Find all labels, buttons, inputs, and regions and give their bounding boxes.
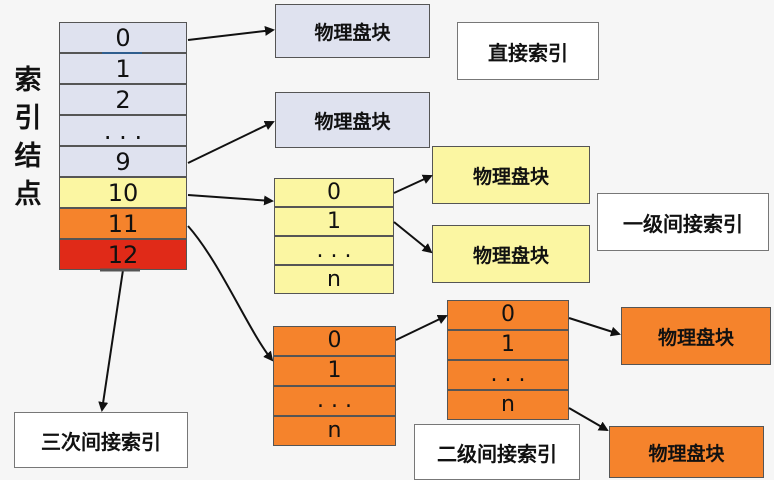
index-block-cell-0: 0 [273,326,396,356]
arrow-cell10-to-single-block [187,194,274,206]
arrow-cell0-to-block [187,25,275,41]
arrow-single1-to-block [393,221,433,254]
arrow-cell11-to-double-block [187,225,274,362]
index-cell-ellipsis: . . . [59,115,187,146]
index-block-cell-ellipsis: . . . [273,386,396,416]
arrow-cell9-to-block [187,120,275,164]
arrow-single0-to-block [393,174,433,194]
physical-block-double-0: 物理盘块 [621,307,771,365]
physical-block-direct-0: 物理盘块 [275,4,430,58]
physical-block-single-0: 物理盘块 [432,146,590,204]
title-char: 索 [14,65,42,96]
title-char: 引 [14,103,42,134]
title-char: 点 [14,179,42,210]
triple-indirect-label: 三次间接索引 [14,412,188,468]
index-cell-2: 2 [59,84,187,115]
index-block-cell-n: n [273,416,396,446]
physical-block-single-1: 物理盘块 [432,225,590,283]
index-block-cell-ellipsis: . . . [274,236,394,265]
index-cell-0: 0 [59,22,187,53]
index-block-cell-ellipsis: . . . [447,360,569,390]
index-cell-10: 10 [59,177,187,208]
direct-index-label: 直接索引 [457,22,599,80]
index-cell-11: 11 [59,208,187,239]
index-block-cell-1: 1 [273,356,396,386]
double-indirect-label: 二级间接索引 [414,424,580,480]
arrow-doublebn-to-block [568,407,609,432]
index-node-title: 索 引 结 点 [8,62,48,214]
index-block-cell-1: 1 [274,207,394,236]
arrow-doublea0-to-doubleb [395,314,448,341]
index-cell-12: 12 [59,239,187,270]
index-block-cell-1: 1 [447,330,569,360]
arrow-doubleb0-to-block [568,317,621,337]
physical-block-direct-9: 物理盘块 [275,92,430,148]
arrow-cell12-to-triple-label [98,269,124,412]
index-block-cell-n: n [274,265,394,294]
title-char: 结 [14,141,42,172]
index-block-cell-n: n [447,390,569,420]
index-block-cell-0: 0 [274,178,394,207]
single-indirect-label: 一级间接索引 [597,193,769,251]
physical-block-double-n: 物理盘块 [609,426,764,478]
index-cell-9: 9 [59,146,187,177]
index-block-cell-0: 0 [447,300,569,330]
